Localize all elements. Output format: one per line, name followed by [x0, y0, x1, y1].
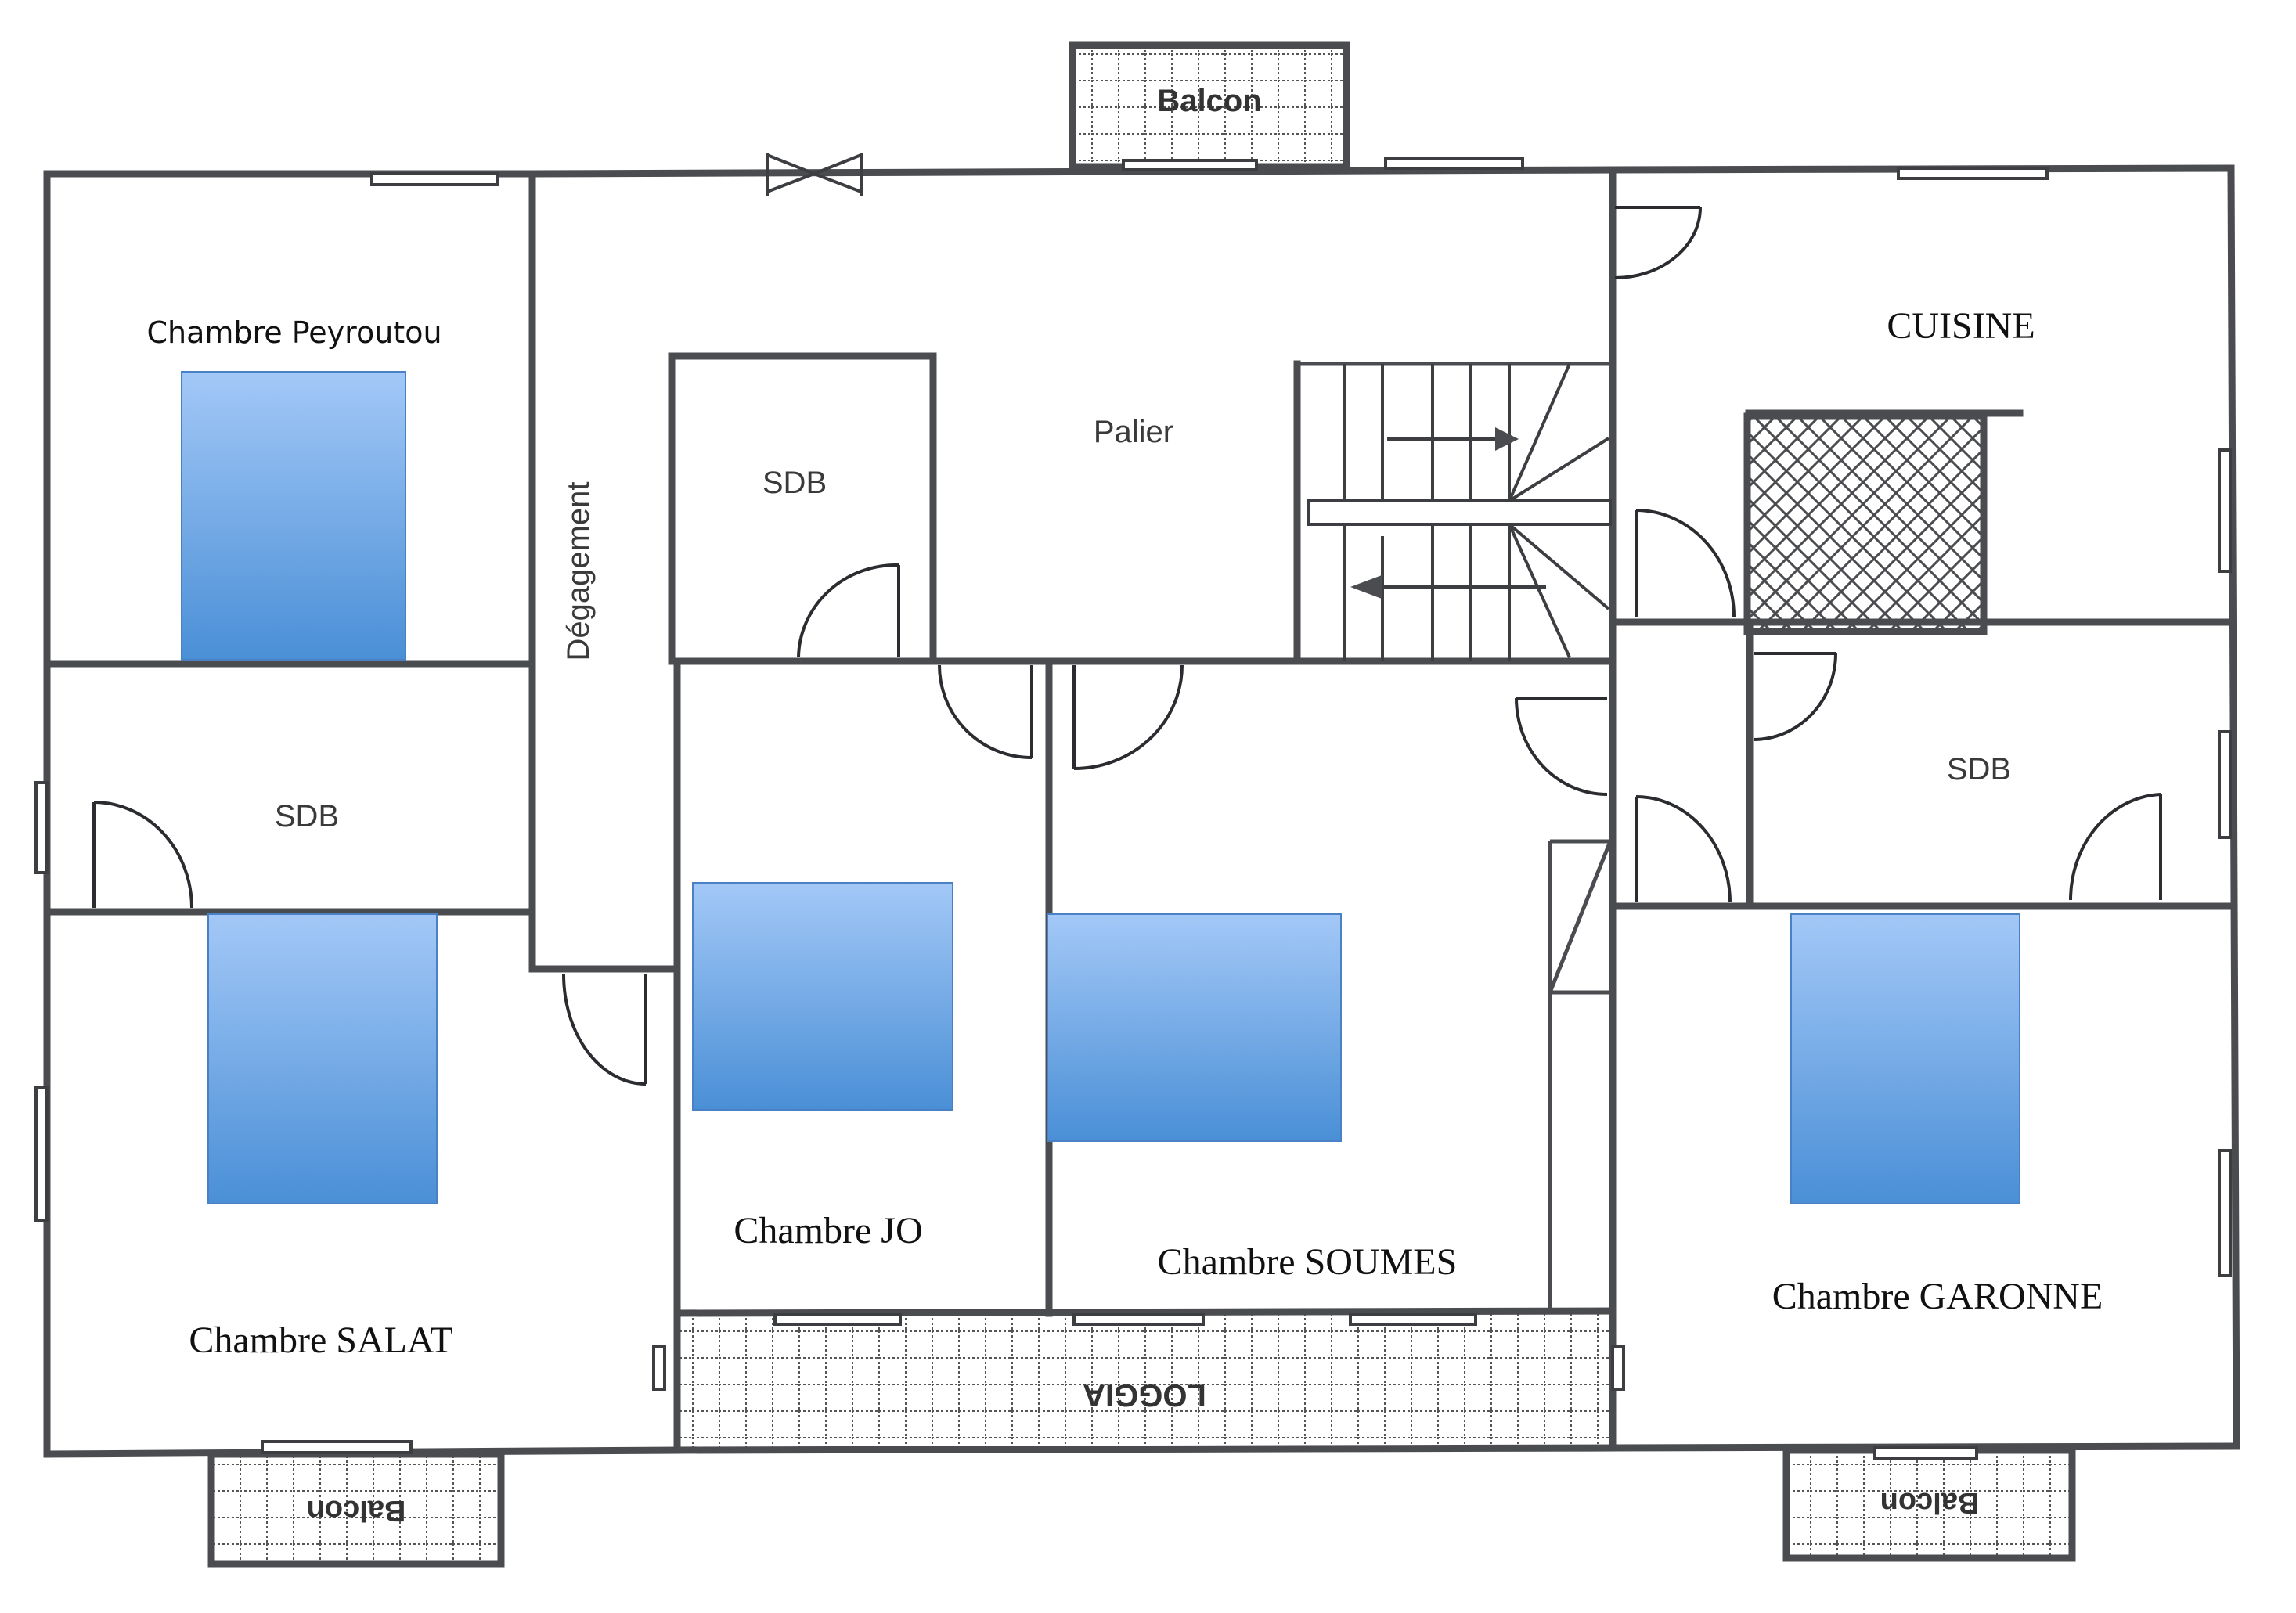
doors	[92, 206, 2162, 1086]
door-hall-right-icon	[1635, 795, 1732, 903]
label-palier: Palier	[1094, 415, 1173, 449]
bed-soumes	[1047, 913, 1342, 1142]
loggia-label: LOGGIA	[1083, 1377, 1206, 1412]
label-cuisine: CUISINE	[1887, 305, 2035, 347]
label-chambre-jo: Chambre JO	[733, 1210, 922, 1251]
door-sdb-right-icon	[1753, 652, 1837, 741]
label-chambre-peyroutou: Chambre Peyroutou	[146, 315, 442, 350]
beds	[181, 371, 2020, 1204]
bed-jo	[692, 882, 953, 1111]
door-salat-icon	[562, 974, 647, 1086]
stair-arrow-up-icon	[1387, 427, 1519, 451]
double-window-icon	[766, 153, 863, 196]
balcon-bottom-right-label: Balcon	[1880, 1486, 1980, 1519]
room-labels: Chambre Peyroutou SDB Chambre SALAT Déga…	[146, 305, 2103, 1361]
door-sdb-right-bottom-icon	[2068, 793, 2162, 901]
loggia: LOGGIA	[677, 1313, 1613, 1450]
label-chambre-salat: Chambre SALAT	[189, 1320, 452, 1361]
door-soumes-left-icon	[1072, 664, 1184, 770]
label-sdb-center: SDB	[762, 466, 827, 500]
label-chambre-garonne: Chambre GARONNE	[1772, 1276, 2103, 1317]
label-sdb-right: SDB	[1947, 752, 2011, 787]
door-cuisine-top-icon	[1614, 206, 1702, 279]
label-sdb-left: SDB	[275, 799, 339, 834]
door-sdb-center-icon	[797, 563, 900, 658]
bed-garonne	[1790, 913, 2020, 1204]
label-degagement: Dégagement	[561, 481, 596, 661]
balcon-top-label: Balcon	[1157, 84, 1261, 118]
balcon-top: Balcon	[1069, 41, 1350, 171]
balcon-bottom-left-label: Balcon	[307, 1494, 406, 1527]
exterior-walls	[43, 164, 2240, 1458]
bed-peyroutou	[181, 371, 406, 661]
stair-arrow-down-icon	[1350, 575, 1546, 599]
bed-salat	[207, 913, 438, 1204]
windows	[34, 157, 2232, 1460]
balcon-bottom-left: Balcon	[207, 1450, 505, 1568]
door-sdb-left-icon	[92, 801, 193, 909]
cuisine-hatched-block	[1743, 412, 1988, 635]
door-cuisine-bottom-icon	[1635, 509, 1736, 617]
door-soumes-right-icon	[1515, 697, 1608, 796]
staircase	[1307, 363, 1612, 661]
balcon-bottom-right: Balcon	[1782, 1446, 2076, 1562]
door-jo-icon	[938, 664, 1033, 759]
label-chambre-soumes: Chambre SOUMES	[1158, 1241, 1458, 1283]
